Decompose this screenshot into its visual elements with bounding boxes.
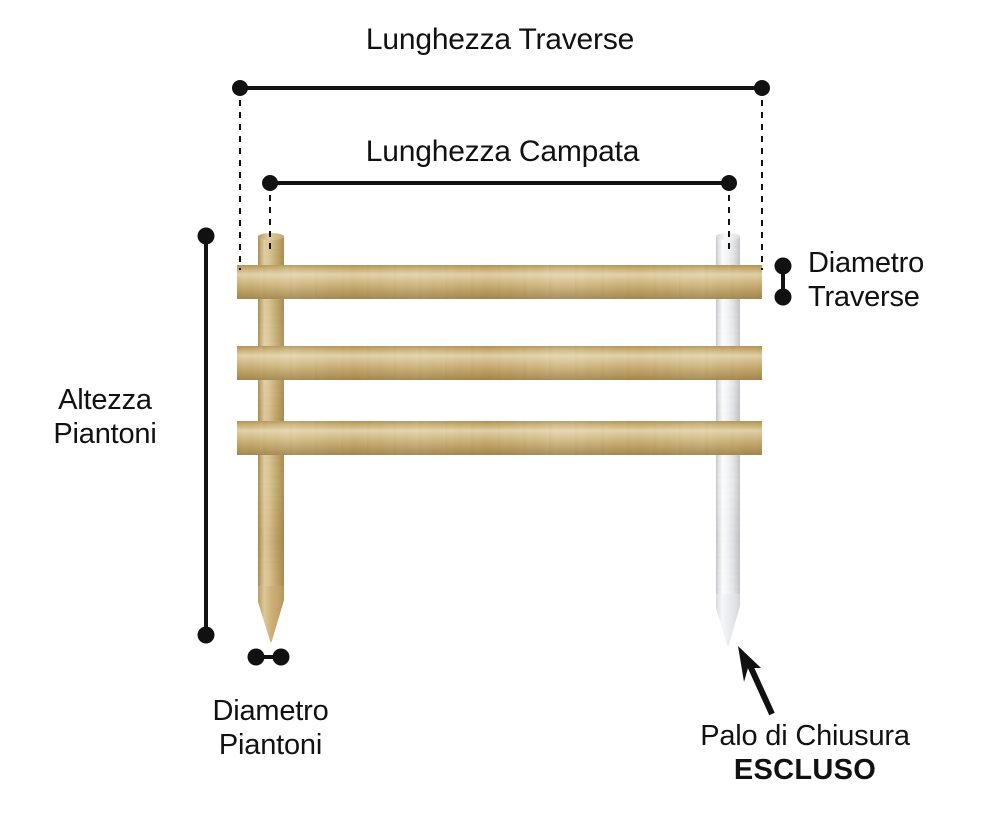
- label-lunghezza-campata: Lunghezza Campata: [365, 135, 640, 168]
- dim-dot-diametro-traverse-top: [774, 257, 792, 275]
- callout-arrow-icon: [738, 646, 775, 716]
- label-escluso: ESCLUSO: [733, 754, 877, 786]
- dim-dot-campata-right: [721, 175, 737, 191]
- dim-dot-traverse-right: [754, 80, 770, 96]
- callout-arrow-head: [738, 646, 761, 682]
- dim-dot-traverse-left: [232, 80, 248, 96]
- dim-dot-diametro-piantoni-left: [247, 648, 265, 666]
- dim-dot-altezza-bottom: [197, 626, 215, 644]
- dim-dot-diametro-traverse-bottom: [774, 288, 792, 306]
- dim-diametro-piantoni: [247, 648, 290, 666]
- label-diametro-traverse: Diametro Traverse: [808, 247, 925, 314]
- callout-arrow-shaft: [744, 657, 775, 716]
- label-diametro-piantoni: Diametro Piantoni: [212, 695, 329, 762]
- closing-post-tip: [716, 594, 740, 646]
- left-post-tip: [258, 586, 284, 642]
- label-lunghezza-traverse: Lunghezza Traverse: [365, 23, 635, 56]
- dim-diametro-traverse: [774, 257, 792, 306]
- label-altezza-piantoni: Altezza Piantoni: [53, 384, 157, 451]
- dim-dot-campata-left: [262, 175, 278, 191]
- label-palo-di-chiusura: Palo di Chiusura: [700, 720, 910, 752]
- dim-dot-diametro-piantoni-right: [272, 648, 290, 666]
- rail-top: [237, 265, 762, 299]
- dim-dot-altezza-top: [197, 227, 215, 245]
- rail-middle: [237, 346, 762, 380]
- rail-bottom: [237, 421, 762, 455]
- dim-lunghezza-campata: [262, 175, 737, 252]
- dim-lunghezza-traverse: [232, 80, 770, 270]
- dim-altezza-piantoni: [197, 227, 215, 644]
